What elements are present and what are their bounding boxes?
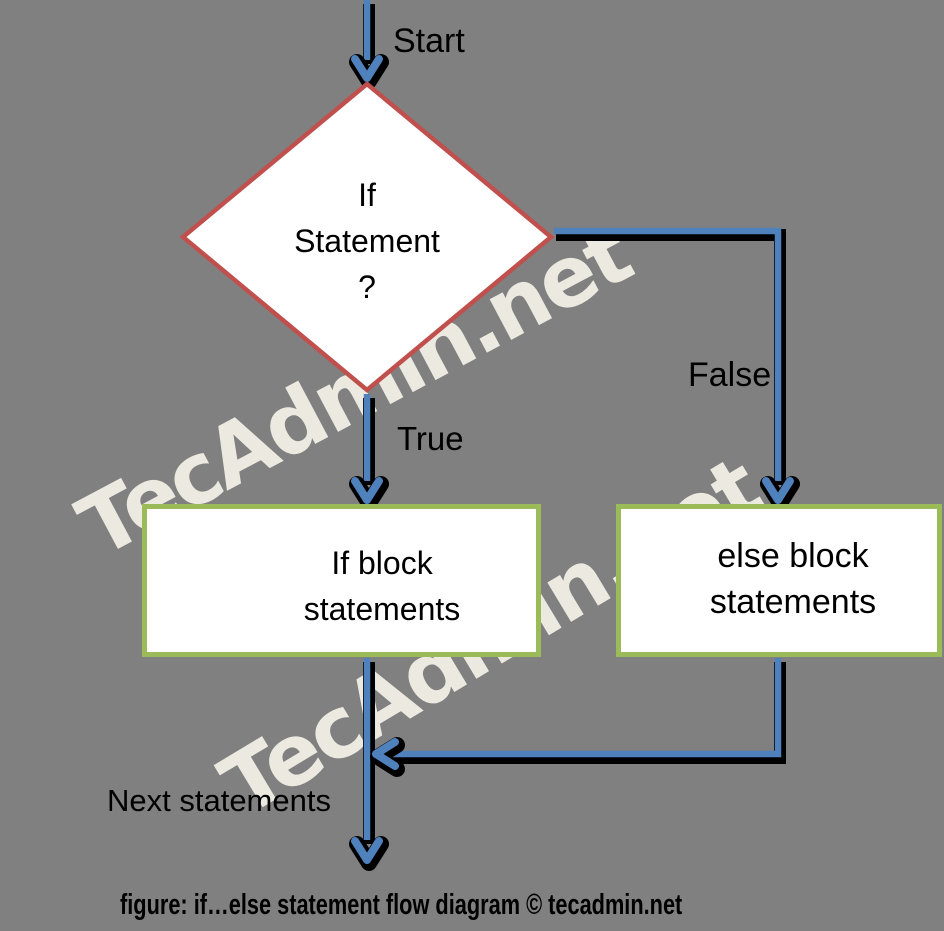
arrow-left-icon <box>372 738 399 770</box>
connector-line <box>554 227 782 481</box>
arrow-down-icon <box>351 477 383 504</box>
decision-label-line3: ? <box>358 269 376 305</box>
connector-line <box>392 658 782 758</box>
arrow-down-icon <box>351 837 383 864</box>
decision-diamond <box>179 81 555 393</box>
else-block-label-line2: statements <box>709 583 877 621</box>
else-block-label-line1: else block <box>717 537 869 575</box>
figure-caption: figure: if…else statement flow diagram ©… <box>120 889 683 921</box>
start-connector <box>349 0 389 89</box>
start-label: Start <box>393 22 465 60</box>
false-connector <box>554 227 800 511</box>
connector-shadow <box>394 662 786 764</box>
exit-connector <box>349 658 389 871</box>
if-block-box <box>142 504 541 657</box>
decision-label-line1: If <box>358 177 376 213</box>
next-statements-label: Next statements <box>107 783 331 818</box>
false-branch-label: False <box>688 356 772 394</box>
true-connector <box>349 394 389 511</box>
decision-label-line2: Statement <box>294 223 440 259</box>
if-block-label-line2: statements <box>303 591 461 627</box>
arrow-down-icon <box>351 55 383 82</box>
if-block-label: If block statements <box>222 540 542 632</box>
true-branch-label: True <box>397 420 464 457</box>
else-block-box <box>616 504 942 657</box>
merge-connector <box>370 658 786 777</box>
if-block-label-line1: If block <box>331 545 433 581</box>
else-block-label: else block statements <box>618 533 944 625</box>
decision-label: If Statement ? <box>267 172 467 310</box>
arrow-down-icon <box>762 477 794 504</box>
